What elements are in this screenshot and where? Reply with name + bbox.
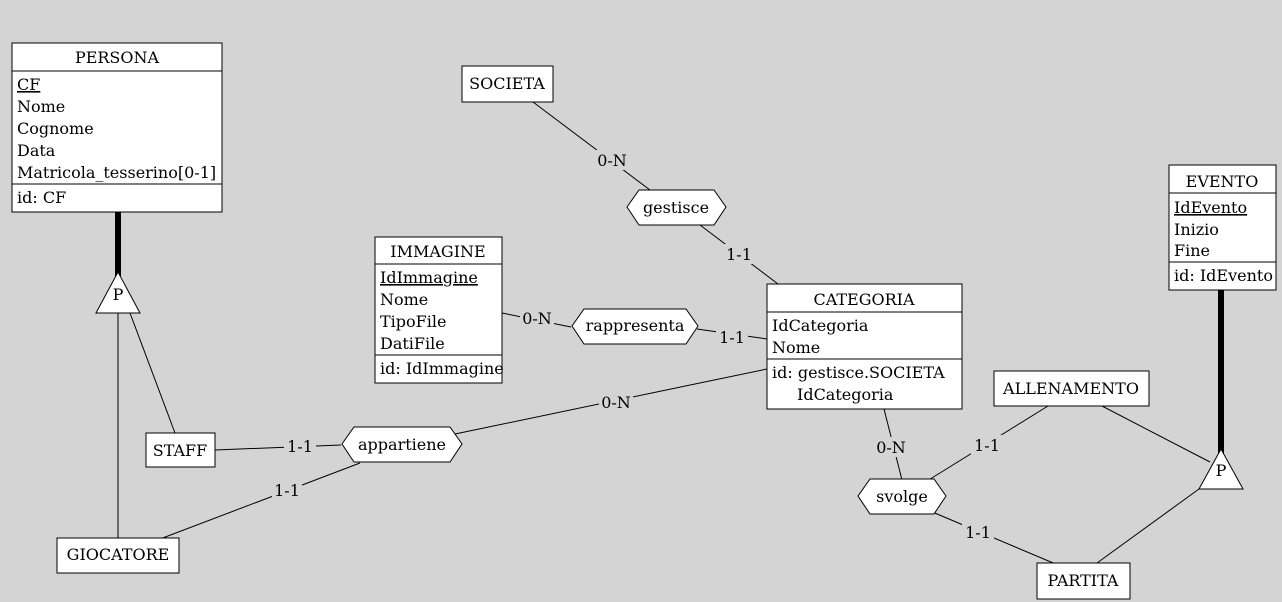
persona-attribute-matricola: Matricola_tesserino[0-1] — [17, 163, 216, 182]
generalization-persona: P — [95, 270, 141, 314]
gen-allenamento-line — [1101, 405, 1211, 463]
categoria-attribute-idcategoria: IdCategoria — [772, 316, 869, 335]
entity-societa-title: SOCIETA — [469, 74, 545, 93]
immagine-attribute-nome: Nome — [380, 290, 428, 309]
societa-gestisce-line — [532, 101, 651, 191]
persona-attribute-cognome: Cognome — [17, 119, 94, 138]
entity-persona-title: PERSONA — [75, 48, 160, 67]
evento-attribute-idevento: IdEvento — [1174, 198, 1247, 217]
entity-categoria: CATEGORIA IdCategoria Nome id: gestisce.… — [766, 283, 963, 410]
cardinality-categoria-gestisce: 1-1 — [726, 245, 752, 264]
cardinality-categoria-appartiene: 0-N — [601, 393, 631, 412]
entity-allenamento-title: ALLENAMENTO — [1002, 379, 1139, 398]
cardinality-immagine-rappresenta: 0-N — [522, 309, 552, 328]
cardinality-allenamento-svolge: 1-1 — [974, 436, 1000, 455]
cardinality-categoria-svolge: 0-N — [876, 438, 906, 457]
cardinality-societa-gestisce: 0-N — [597, 151, 627, 170]
entity-partita-title: PARTITA — [1048, 571, 1119, 590]
entity-categoria-title: CATEGORIA — [813, 290, 915, 309]
immagine-attribute-tipofile: TipoFile — [380, 312, 446, 331]
cardinality-staff-appartiene: 1-1 — [287, 437, 313, 456]
cardinality-giocatore-appartiene: 1-1 — [274, 481, 300, 500]
evento-attribute-fine: Fine — [1174, 241, 1210, 260]
entity-allenamento: ALLENAMENTO — [993, 370, 1150, 407]
entity-societa: SOCIETA — [461, 65, 554, 103]
entity-immagine: IMMAGINE IdImmagine Nome TipoFile DatiFi… — [374, 236, 504, 384]
relationship-gestisce: gestisce — [626, 189, 727, 226]
entity-persona: PERSONA CF Nome Cognome Data Matricola_t… — [11, 42, 223, 213]
evento-attribute-inizio: Inizio — [1174, 220, 1219, 239]
generalization-evento-label: P — [1216, 461, 1227, 480]
persona-attribute-nome: Nome — [17, 97, 65, 116]
generalization-persona-label: P — [113, 285, 124, 304]
persona-attribute-cf: CF — [17, 75, 40, 94]
immagine-identifier: id: IdImmagine — [380, 359, 504, 378]
categoria-identifier-line2: IdCategoria — [797, 385, 894, 404]
staff-appartiene-line — [214, 444, 342, 451]
relationship-appartiene: appartiene — [341, 426, 463, 463]
categoria-attribute-nome: Nome — [772, 338, 820, 357]
cardinality-labels: 0-N 1-1 0-N 1-1 0-N 1-1 1-1 0-N 1-1 1-1 — [272, 150, 1003, 542]
immagine-attribute-datifile: DatiFile — [380, 334, 445, 353]
entity-giocatore-title: GIOCATORE — [67, 545, 170, 564]
persona-attribute-data: Data — [17, 141, 56, 160]
giocatore-appartiene-line — [159, 462, 361, 540]
gen-staff-line — [129, 312, 176, 434]
relationship-rappresenta-label: rappresenta — [586, 316, 685, 335]
entity-evento-title: EVENTO — [1186, 172, 1259, 191]
entity-evento: EVENTO IdEvento Inizio Fine id: IdEvento — [1168, 164, 1277, 291]
relationship-gestisce-label: gestisce — [643, 198, 709, 217]
relationship-rappresenta: rappresenta — [571, 308, 699, 345]
immagine-attribute-idimmagine: IdImmagine — [380, 268, 478, 287]
generalization-evento: P — [1198, 447, 1244, 490]
entity-immagine-title: IMMAGINE — [390, 242, 485, 261]
persona-identifier: id: CF — [17, 188, 66, 207]
entity-partita: PARTITA — [1036, 562, 1131, 600]
cardinality-partita-svolge: 1-1 — [965, 523, 991, 542]
evento-identifier: id: IdEvento — [1174, 266, 1273, 285]
relationship-svolge: svolge — [857, 478, 947, 515]
relationship-svolge-label: svolge — [876, 487, 928, 506]
cardinality-categoria-rappresenta: 1-1 — [719, 328, 745, 347]
gen-partita-line — [1096, 488, 1200, 564]
entity-giocatore: GIOCATORE — [56, 537, 180, 574]
entity-staff: STAFF — [145, 432, 216, 468]
relationship-appartiene-label: appartiene — [358, 435, 446, 454]
entity-staff-title: STAFF — [153, 441, 208, 460]
categoria-identifier-line1: id: gestisce.SOCIETA — [772, 363, 945, 382]
